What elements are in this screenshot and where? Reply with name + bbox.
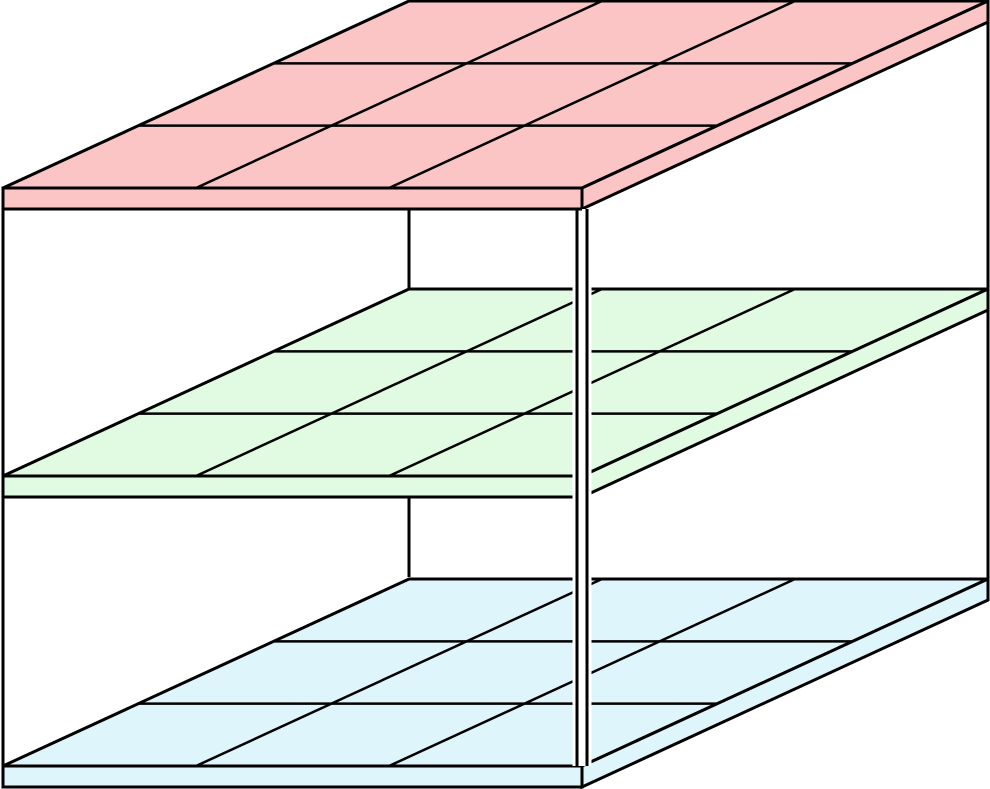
middle-layer-grid-col-line: [388, 287, 796, 478]
middle-layer: [1, 286, 990, 500]
top-layer-grid-col-line: [388, 0, 796, 190]
middle-layer-front-edge: [1, 474, 584, 499]
frame-lower-section: [1, 310, 990, 766]
bottom-layer-surface: [2, 577, 989, 768]
top-layer-grid-col-line: [195, 0, 603, 190]
front-right-post: [3, 207, 592, 789]
bottom-layer: [1, 576, 990, 789]
bottom-layer-grid-col-line: [388, 577, 796, 768]
bottom-layer-grid-col-line: [195, 577, 603, 768]
top-layer: [1, 0, 990, 212]
bottom-layer-front-edge: [1, 764, 584, 789]
top-layer-surface: [2, 0, 989, 190]
top-layer-front-edge: [1, 186, 584, 211]
frame-upper-section: [1, 23, 990, 476]
middle-layer-surface: [2, 287, 989, 478]
middle-layer-grid-col-line: [195, 287, 603, 478]
